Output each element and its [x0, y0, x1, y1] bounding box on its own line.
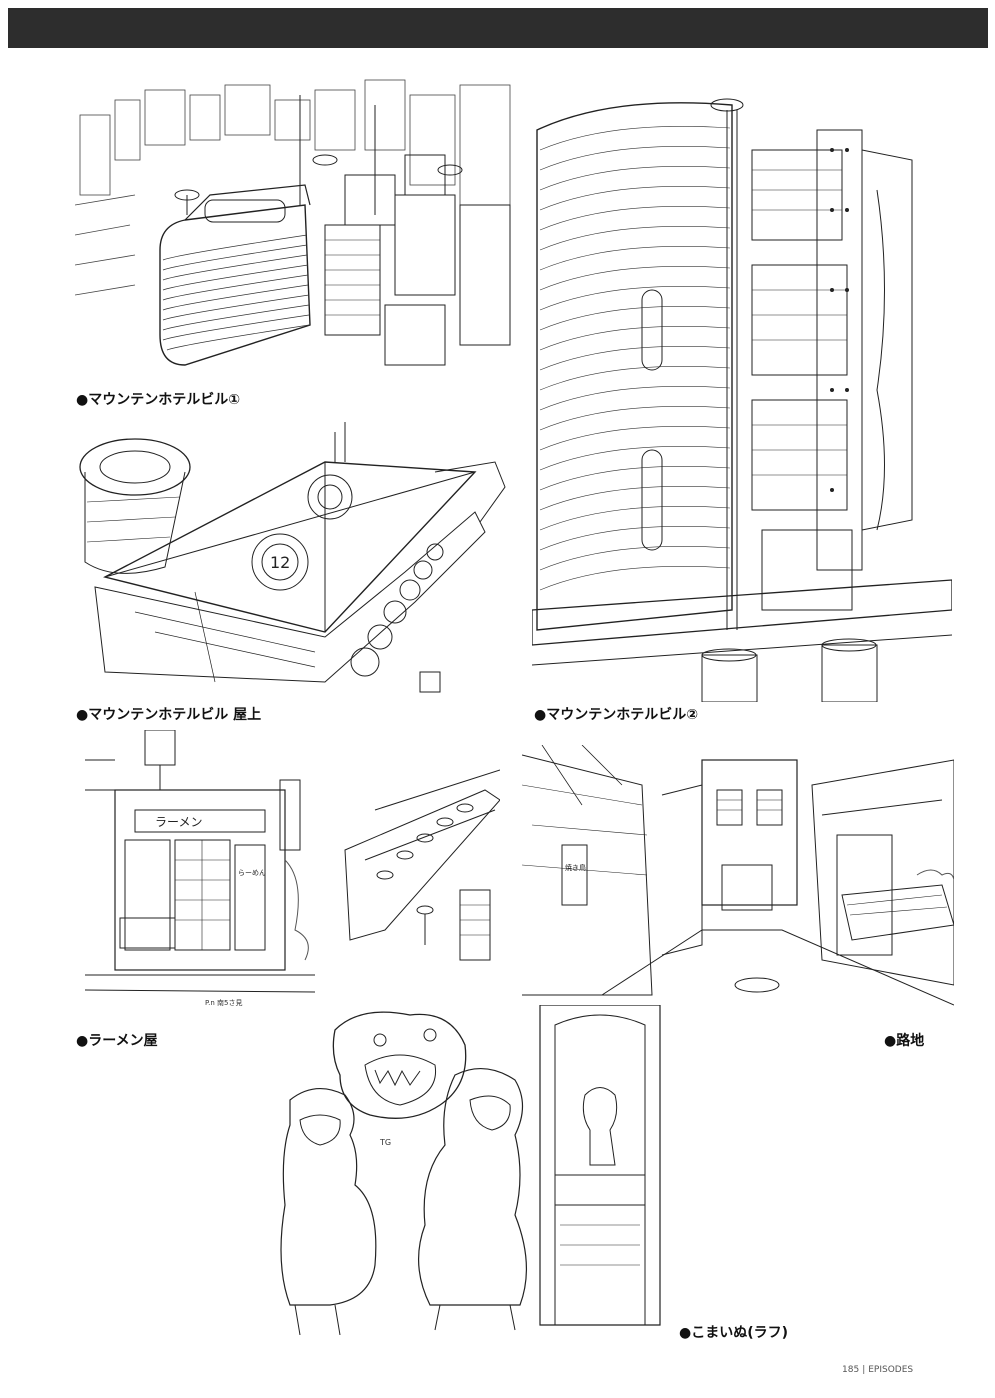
sketch-ramen-shop: ラーメン らーめん P.n 南5さ見	[85, 730, 500, 1010]
sketch-mountain-hotel-roof: 12	[75, 412, 515, 702]
caption-mountain-hotel-1: ●マウンテンホテルビル①	[76, 392, 241, 408]
sketch-komainu: TG	[270, 1005, 670, 1335]
sketch-mountain-hotel-2	[532, 90, 952, 702]
caption-mountain-hotel-2: ●マウンテンホテルビル②	[534, 707, 699, 723]
page-number: 185	[842, 1365, 860, 1375]
header-bar	[8, 8, 988, 48]
caption-komainu: ●こまいぬ(ラフ)	[679, 1325, 789, 1341]
sketch-alley: 焼き鳥	[522, 745, 954, 1010]
ramen-sign-text: ラーメン	[155, 815, 203, 829]
section-name: EPISODES	[868, 1365, 914, 1375]
svg-text:12: 12	[270, 553, 290, 572]
caption-alley: ●路地	[884, 1033, 925, 1049]
ramen-side-sign-text: らーめん	[238, 869, 266, 877]
caption-mountain-hotel-roof: ●マウンテンホテルビル 屋上	[76, 707, 262, 723]
sketch-mountain-hotel-1	[75, 75, 515, 385]
komainu-tg-note: TG	[379, 1138, 391, 1147]
ramen-bottom-note: P.n 南5さ見	[205, 998, 242, 1007]
caption-ramen-shop: ●ラーメン屋	[76, 1033, 158, 1049]
alley-sign-text: 焼き鳥	[565, 863, 586, 872]
folio-divider: |	[862, 1365, 866, 1375]
page-folio: 185|EPISODES	[842, 1365, 913, 1375]
